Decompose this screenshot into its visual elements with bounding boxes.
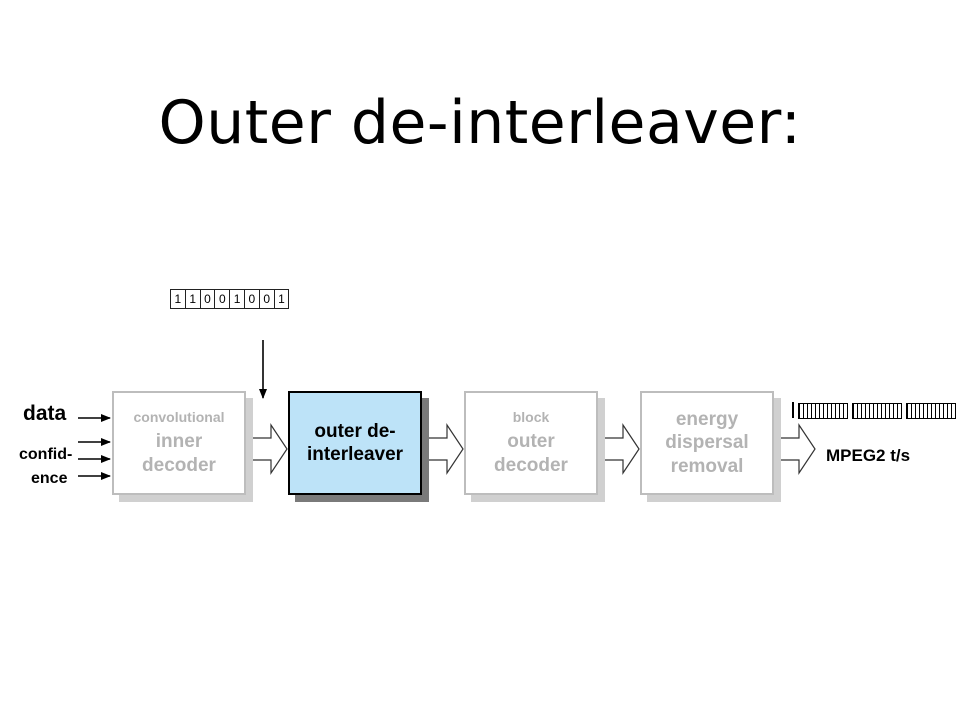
bit-cell: 1 (230, 290, 245, 308)
block-arrow (424, 423, 464, 475)
outer-deinterleaver-block: outer de- interleaver (288, 391, 422, 495)
data-input-label: data (23, 402, 67, 425)
bit-cell: 0 (215, 290, 231, 308)
block-arrow (600, 423, 640, 475)
packet-segment (906, 403, 956, 419)
confidence-input-label-1: confid- (19, 446, 73, 463)
block-label-line: removal (670, 455, 744, 477)
block-small-label: convolutional (133, 409, 225, 426)
block-small-label: block (512, 409, 550, 426)
bit-cell: 1 (186, 290, 201, 308)
block-label-line: energy (675, 409, 739, 431)
block-label-line: dispersal (665, 432, 749, 454)
bit-cell: 1 (171, 290, 186, 308)
block-label-line: interleaver (306, 444, 404, 465)
bit-cell: 0 (201, 290, 216, 308)
inner-decoder-block: convolutional inner decoder (112, 391, 246, 495)
slide-title: Outer de-interleaver: (158, 88, 802, 158)
block-label-line: outer de- (314, 420, 396, 442)
block-label-line: decoder (142, 454, 216, 476)
block-arrow (776, 423, 816, 475)
bit-cell: 0 (260, 290, 275, 308)
sync-marker (792, 402, 794, 418)
bit-cell: 0 (245, 290, 260, 308)
confidence-input-label-2: ence (31, 470, 68, 487)
packet-segment (852, 403, 902, 419)
packet-segment (798, 403, 848, 419)
bit-sequence: 1 1 0 0 1 0 0 1 (170, 289, 290, 309)
bit-cell: 1 (275, 290, 290, 308)
block-arrow (248, 423, 288, 475)
energy-dispersal-removal-block: energy dispersal removal (640, 391, 774, 495)
block-label-line: decoder (494, 454, 568, 476)
block-label-line: outer (507, 431, 555, 453)
mpeg2-packet-stream (792, 402, 960, 419)
outer-decoder-block: block outer decoder (464, 391, 598, 495)
output-label: MPEG2 t/s (826, 446, 911, 465)
block-label-line: inner (155, 431, 203, 453)
